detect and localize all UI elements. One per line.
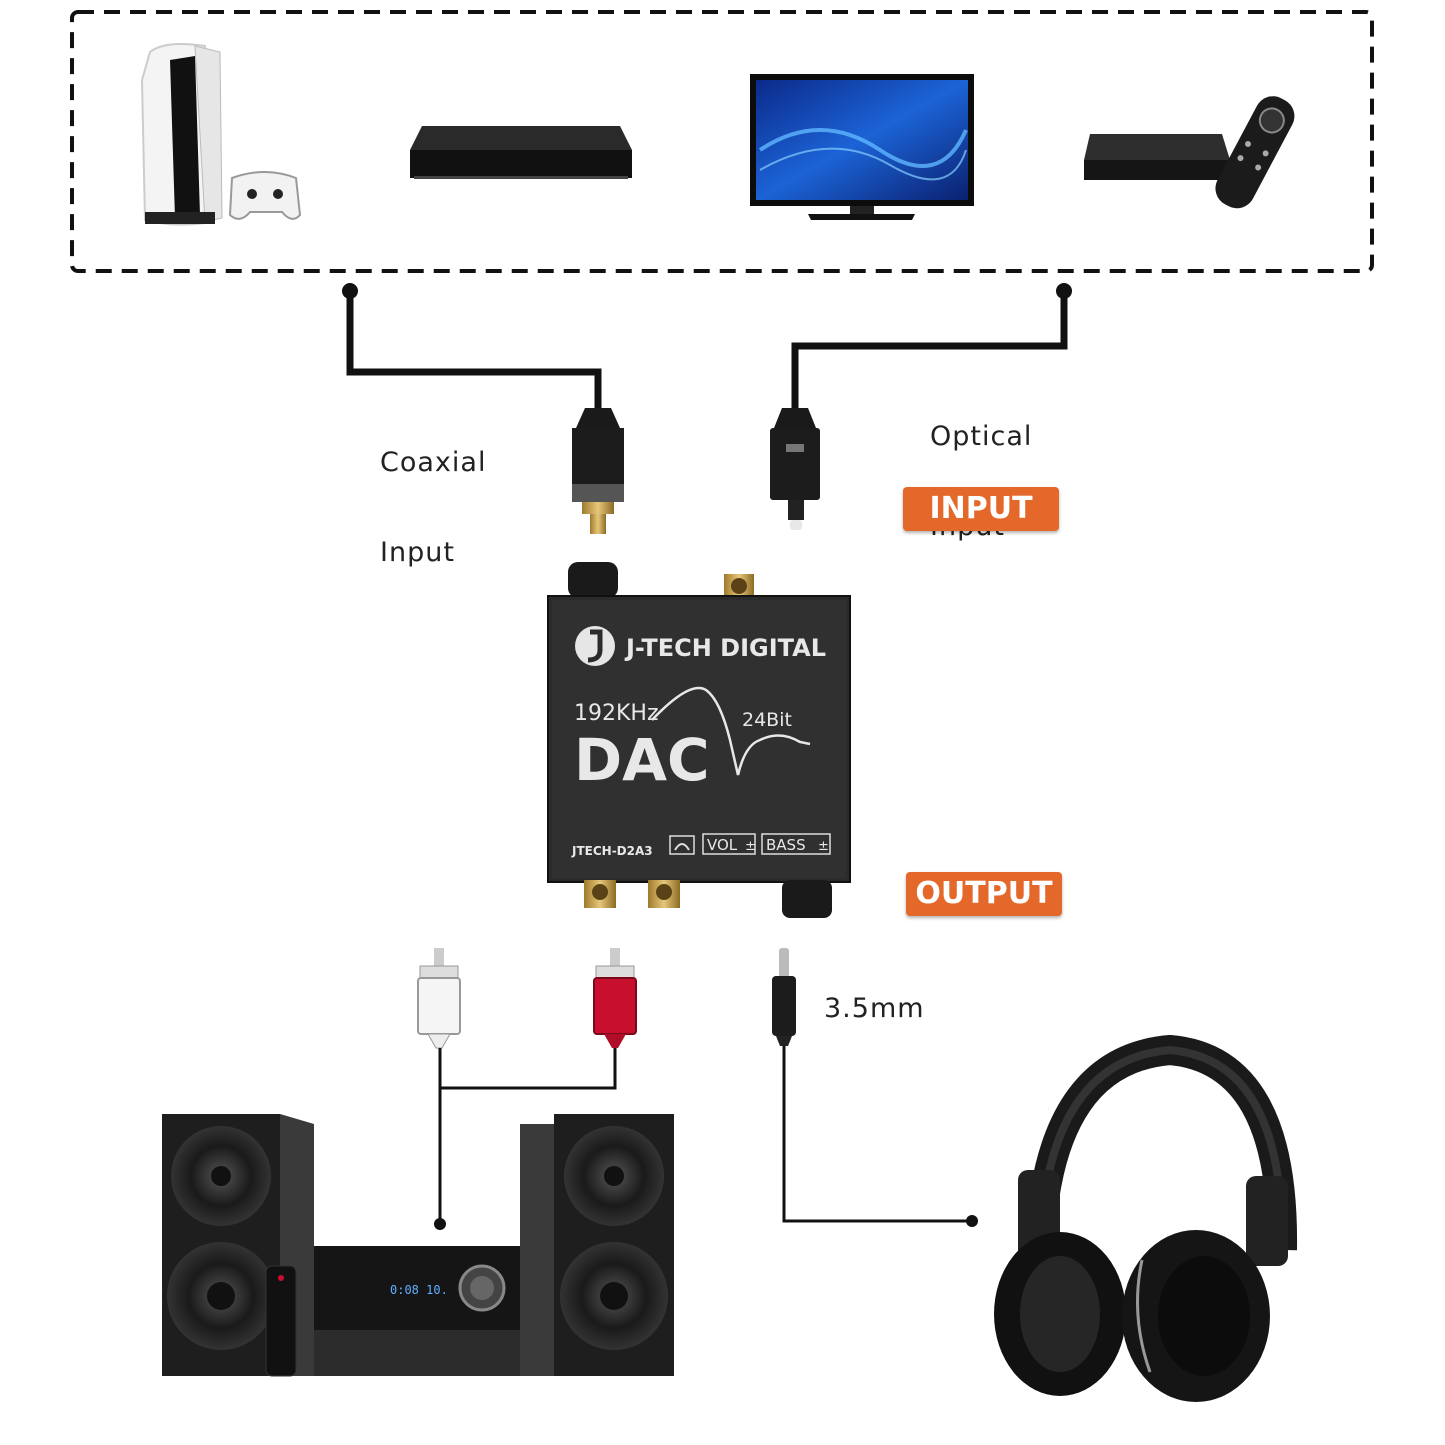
streaming-box-icon	[1084, 96, 1295, 209]
headphones-icon	[994, 1034, 1298, 1402]
coaxial-label-line2: Input	[380, 537, 455, 568]
dac-brand: J-TECH DIGITAL	[624, 634, 826, 662]
aux-3-5mm-plug	[772, 948, 796, 1046]
rca-white-plug	[417, 948, 461, 1049]
input-badge: INPUT	[903, 487, 1059, 531]
television-icon	[750, 74, 974, 220]
dac-vol-label: VOL	[707, 836, 738, 854]
source-devices-box	[70, 10, 1374, 273]
dac-product-name: DAC	[574, 726, 710, 794]
stereo-system-icon: 0:08 10.	[162, 1114, 674, 1377]
optical-input-label: Optical Input	[930, 362, 1032, 572]
waveform-graphic	[651, 686, 811, 776]
dac-model: JTECH-D2A3	[571, 844, 653, 858]
rca-cable-end	[434, 1218, 446, 1230]
rca-red-plug	[593, 948, 637, 1048]
aux-size-label: 3.5mm	[824, 993, 925, 1024]
rca-cable	[438, 1048, 617, 1090]
aux-cable	[782, 1046, 972, 1223]
optical-cable	[770, 283, 1072, 530]
optical-label-line1: Optical	[930, 421, 1033, 452]
vol-plusminus: ±	[745, 839, 756, 854]
stereo-display-readout: 0:08 10.	[390, 1283, 448, 1297]
bass-plusminus: ±	[818, 839, 829, 854]
dac-device: J-TECH DIGITAL 192KHz 24Bit DAC JTECH-D2…	[547, 562, 851, 918]
headphone-jack-icon	[669, 835, 695, 855]
game-console-icon	[140, 43, 302, 226]
dac-bit-depth: 24Bit	[742, 709, 792, 731]
coaxial-input-label: Coaxial Input	[380, 388, 486, 598]
bluray-player-icon	[410, 126, 632, 179]
dac-bass-label: BASS	[766, 836, 806, 854]
dac-sample-rate: 192KHz	[574, 701, 659, 726]
coaxial-cable	[342, 283, 624, 534]
jtech-logo-icon	[575, 626, 615, 666]
coaxial-label-line1: Coaxial	[380, 447, 487, 478]
output-badge: OUTPUT	[906, 872, 1062, 916]
aux-cable-end	[966, 1215, 978, 1227]
